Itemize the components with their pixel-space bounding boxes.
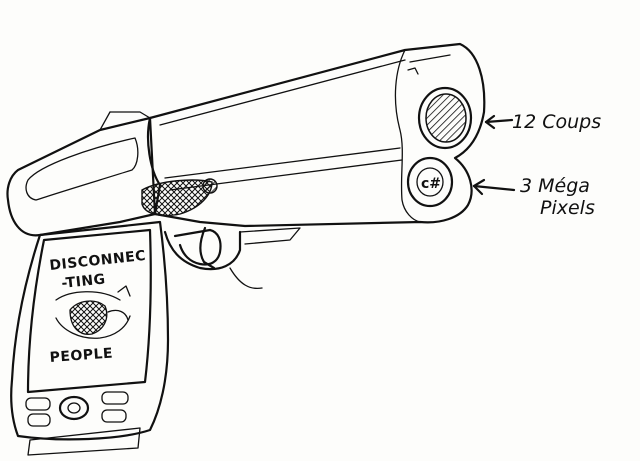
right-softkey bbox=[101, 391, 129, 405]
left-softkey bbox=[25, 397, 51, 411]
screen-text-line3: PEOPLE bbox=[49, 346, 113, 366]
phone-keypad bbox=[25, 391, 129, 427]
call-key bbox=[27, 413, 51, 427]
barrel-callout-arrow bbox=[484, 114, 514, 130]
barrel-opening bbox=[417, 86, 473, 150]
camera-callout-arrow bbox=[472, 178, 516, 196]
camera-lens: c# bbox=[406, 156, 454, 208]
camera-callout-label-line2: Pixels bbox=[540, 197, 595, 219]
pistol-slide bbox=[146, 42, 486, 228]
center-key bbox=[58, 395, 90, 421]
end-key bbox=[101, 409, 127, 423]
barrel-callout-label: 12 Coups bbox=[512, 111, 601, 133]
camera-callout-label-line1: 3 Méga bbox=[520, 175, 590, 197]
phone-screen: DISCONNEC -TING PEOPLE bbox=[26, 228, 152, 394]
slide-serrations bbox=[141, 178, 218, 217]
trigger-guard bbox=[163, 226, 301, 290]
screen-text-line1: DISCONNEC bbox=[49, 248, 147, 274]
screen-text-line2: -TING bbox=[61, 271, 107, 292]
pistol-grip-phone bbox=[10, 220, 170, 456]
pistol-frame bbox=[6, 111, 157, 237]
svg-text:c#: c# bbox=[421, 176, 441, 192]
